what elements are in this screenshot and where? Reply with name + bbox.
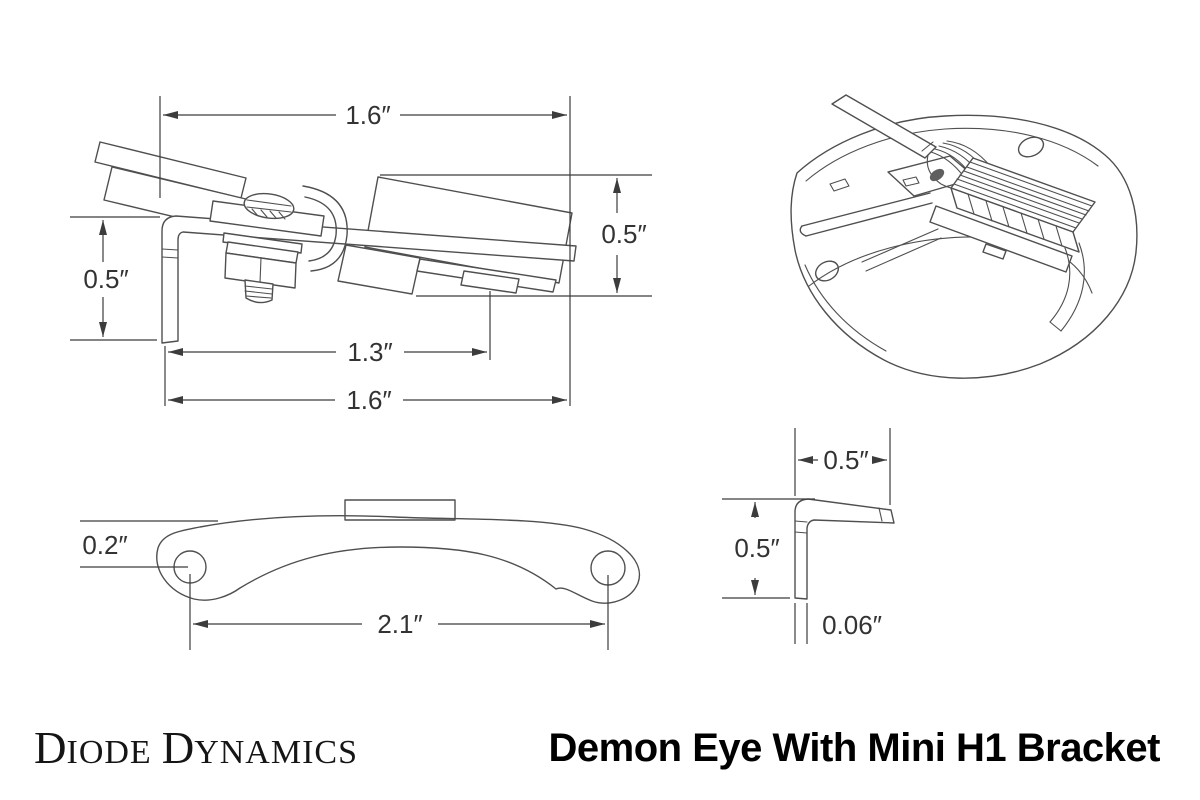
connector-tab: [460, 270, 520, 294]
plate-view-dimensions: 0.2″ 2.1″: [80, 520, 609, 650]
l-bracket: [161, 215, 577, 344]
dim-label-l-width: 0.5″: [823, 445, 868, 475]
dim-label-side-left-height: 0.5″: [83, 264, 128, 294]
right-strap: [1049, 242, 1085, 332]
plate-view: [156, 499, 641, 604]
dim-label-side-inner-width: 1.3″: [347, 337, 392, 367]
side-view: [94, 141, 577, 344]
nut-and-bolt: [222, 232, 303, 304]
side-view-dimensions: 1.6″ 0.5″ 0.5″ 1.3″ 1.6″: [70, 96, 652, 415]
l-profile-dimensions: 0.5″ 0.5″ 0.06″: [722, 428, 891, 644]
spring-clip: [302, 185, 348, 272]
dim-label-plate-hole: 0.2″: [82, 530, 127, 560]
bulb-holder: [337, 244, 421, 295]
dim-label-side-right-height: 0.5″: [601, 219, 646, 249]
plate-outline: [156, 515, 641, 604]
headlight-bowl: [790, 114, 1138, 379]
dim-label-side-top-width: 1.6″: [345, 100, 390, 130]
drawing-title: Demon Eye With Mini H1 Bracket: [548, 726, 1161, 770]
bowl-rim-inner: [805, 127, 1099, 182]
l-profile-view: [794, 498, 895, 600]
l-profile-outline: [794, 498, 895, 600]
iso-view: [790, 94, 1138, 379]
bowl-hole-left: [814, 260, 840, 282]
dim-label-side-bottom-width: 1.6″: [346, 385, 391, 415]
brand-logo-text: D: [34, 723, 67, 773]
dim-label-l-height: 0.5″: [734, 533, 779, 563]
cable: [831, 94, 937, 159]
heatsink: [929, 157, 1096, 273]
bracket-bar: [799, 192, 942, 272]
plate-tab: [344, 499, 456, 521]
screw-head: [243, 192, 295, 220]
dim-label-l-thickness: 0.06″: [822, 610, 882, 640]
bowl-hole-right: [1017, 136, 1045, 158]
dim-label-plate-span: 2.1″: [377, 609, 422, 639]
